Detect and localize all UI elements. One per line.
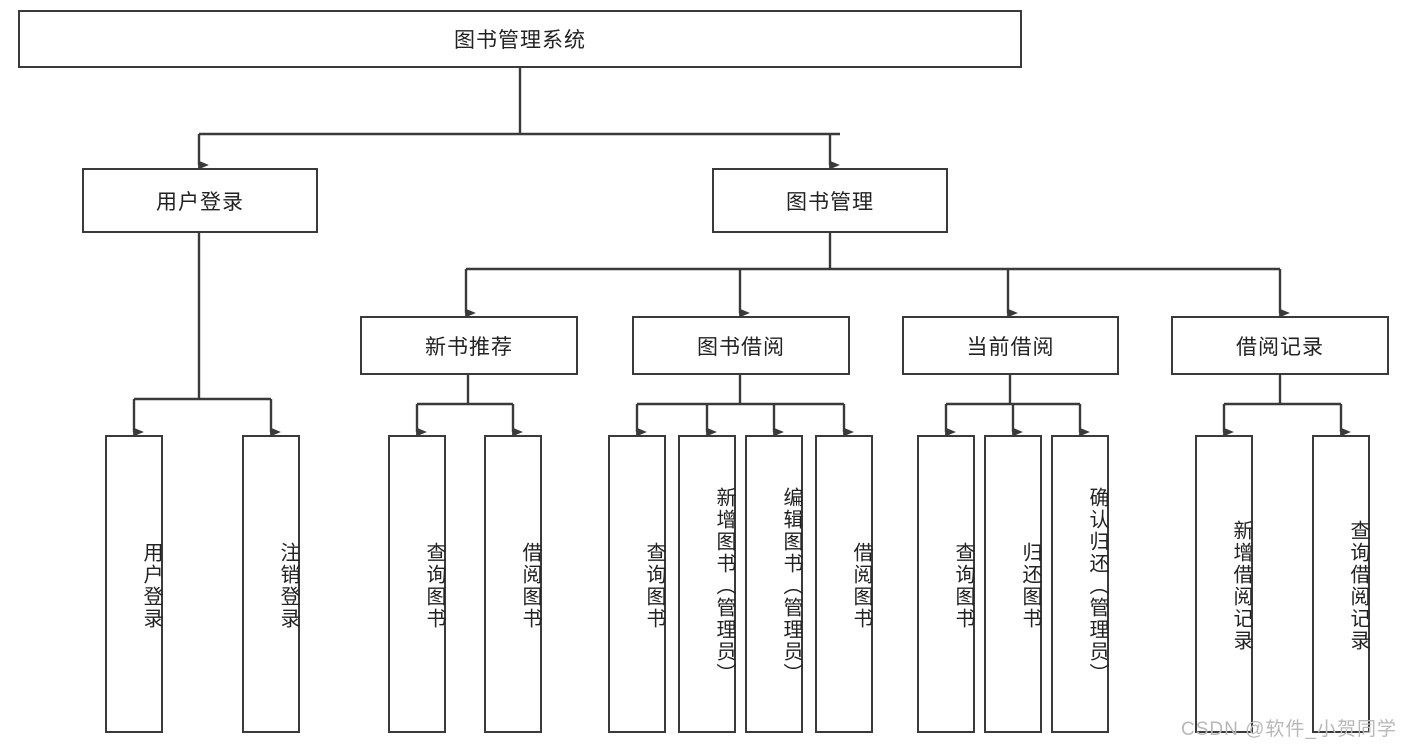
- node-leaf-user-logout-label: 注销登录: [277, 542, 299, 630]
- node-book-management-label: 图书管理: [786, 190, 874, 214]
- node-user-login-label: 用户登录: [156, 190, 244, 214]
- node-root[interactable]: 图书管理系统: [18, 10, 1022, 68]
- node-leaf-query-record-label: 查询借阅记录: [1347, 520, 1369, 652]
- node-new-book-recommend[interactable]: 新书推荐: [360, 316, 578, 375]
- node-leaf-query-book-1-label: 查询图书: [423, 542, 445, 630]
- node-leaf-user-login[interactable]: 用户登录: [105, 435, 163, 733]
- node-book-borrow-label: 图书借阅: [697, 335, 785, 359]
- node-book-management[interactable]: 图书管理: [712, 168, 948, 233]
- node-user-login[interactable]: 用户登录: [82, 168, 318, 233]
- node-borrow-record-label: 借阅记录: [1236, 335, 1324, 359]
- node-leaf-query-book-2[interactable]: 查询图书: [608, 435, 666, 733]
- node-leaf-query-book-3-label: 查询图书: [952, 542, 974, 630]
- node-leaf-borrow-book-2-label: 借阅图书: [850, 542, 872, 630]
- node-leaf-query-book-1[interactable]: 查询图书: [388, 435, 446, 733]
- node-leaf-edit-book[interactable]: 编辑图书（管理员）: [745, 435, 803, 733]
- node-leaf-borrow-book-1-label: 借阅图书: [519, 542, 541, 630]
- node-current-borrow-label: 当前借阅: [966, 335, 1055, 359]
- watermark: CSDN @软件_小贺同学: [1181, 719, 1397, 740]
- node-leaf-query-book-3[interactable]: 查询图书: [917, 435, 975, 733]
- node-leaf-borrow-book-1[interactable]: 借阅图书: [484, 435, 542, 733]
- node-new-book-recommend-label: 新书推荐: [425, 335, 513, 359]
- node-leaf-add-record-label: 新增借阅记录: [1230, 520, 1252, 652]
- node-leaf-user-login-label: 用户登录: [140, 542, 162, 630]
- node-leaf-return-book[interactable]: 归还图书: [984, 435, 1042, 733]
- node-leaf-query-record[interactable]: 查询借阅记录: [1312, 435, 1370, 733]
- node-leaf-add-book[interactable]: 新增图书（管理员）: [678, 435, 736, 733]
- node-leaf-edit-book-label: 编辑图书（管理员）: [780, 487, 802, 685]
- node-current-borrow[interactable]: 当前借阅: [902, 316, 1119, 375]
- node-leaf-add-book-label: 新增图书（管理员）: [713, 487, 735, 685]
- node-leaf-return-book-label: 归还图书: [1019, 542, 1041, 630]
- node-leaf-confirm-return[interactable]: 确认归还（管理员）: [1051, 435, 1109, 733]
- node-leaf-user-logout[interactable]: 注销登录: [242, 435, 300, 733]
- node-leaf-query-book-2-label: 查询图书: [643, 542, 665, 630]
- node-leaf-borrow-book-2[interactable]: 借阅图书: [815, 435, 873, 733]
- node-book-borrow[interactable]: 图书借阅: [632, 316, 850, 375]
- node-leaf-add-record[interactable]: 新增借阅记录: [1195, 435, 1253, 733]
- node-leaf-confirm-return-label: 确认归还（管理员）: [1086, 487, 1108, 685]
- node-borrow-record[interactable]: 借阅记录: [1171, 316, 1389, 375]
- node-root-label: 图书管理系统: [454, 29, 586, 52]
